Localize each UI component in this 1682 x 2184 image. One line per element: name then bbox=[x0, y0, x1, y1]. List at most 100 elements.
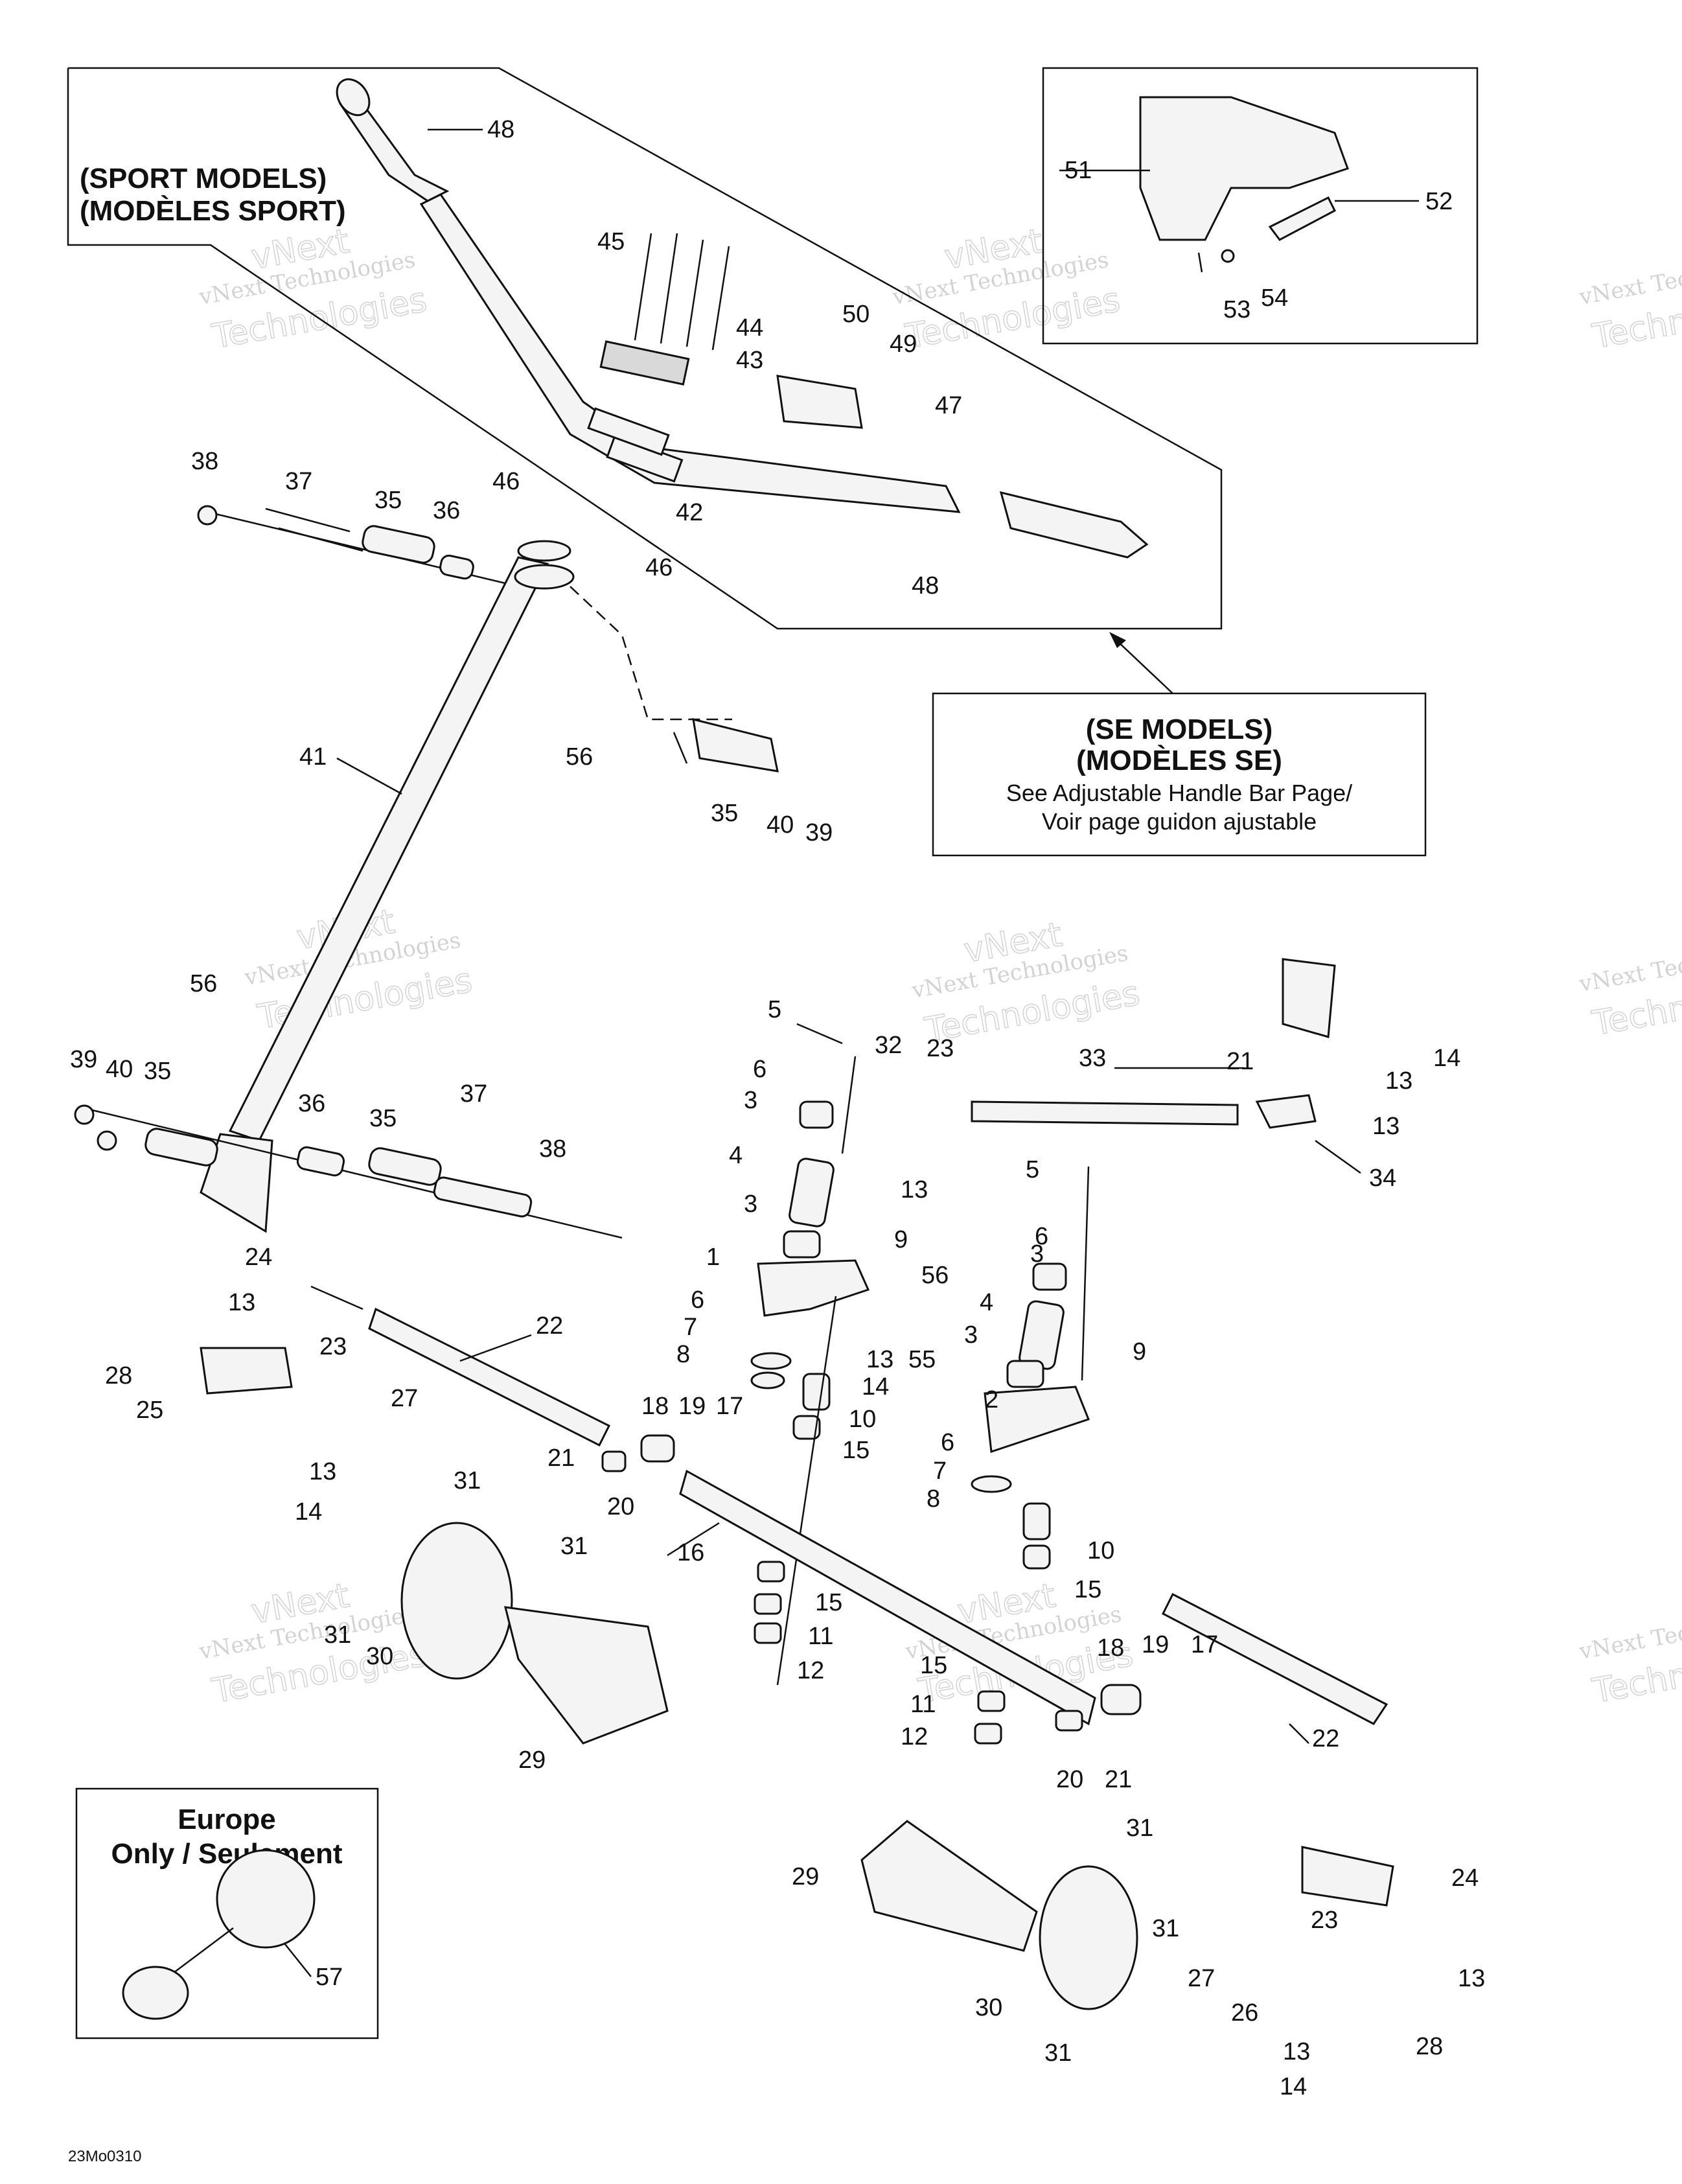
sport-box-line2: (MODÈLES SPORT) bbox=[80, 194, 346, 227]
callout-40: 40 bbox=[766, 811, 794, 839]
callout-4: 4 bbox=[980, 1289, 993, 1316]
callout-44: 44 bbox=[736, 314, 763, 342]
callout-9: 9 bbox=[894, 1226, 908, 1253]
callout-48: 48 bbox=[487, 116, 514, 143]
callout-35: 35 bbox=[374, 487, 402, 514]
callout-47: 47 bbox=[935, 392, 962, 419]
callout-15: 15 bbox=[920, 1652, 947, 1679]
callout-10: 10 bbox=[1087, 1537, 1114, 1564]
callout-6: 6 bbox=[1035, 1223, 1048, 1250]
callout-29: 29 bbox=[518, 1747, 546, 1774]
callout-31: 31 bbox=[324, 1621, 351, 1649]
callout-56: 56 bbox=[566, 743, 593, 771]
callout-27: 27 bbox=[1188, 1965, 1215, 1992]
callout-4: 4 bbox=[729, 1142, 743, 1169]
callout-35: 35 bbox=[144, 1058, 171, 1085]
callout-38: 38 bbox=[539, 1135, 566, 1163]
callout-3: 3 bbox=[1030, 1240, 1044, 1268]
callout-34: 34 bbox=[1369, 1165, 1396, 1192]
europe-frame: Europe Only / Seulement bbox=[75, 1787, 379, 2039]
callout-46: 46 bbox=[492, 468, 520, 495]
callout-26: 26 bbox=[1231, 1999, 1258, 2027]
se-box-line4: Voir page guidon ajustable bbox=[1042, 808, 1317, 835]
horn bbox=[122, 1849, 316, 2020]
callout-3: 3 bbox=[744, 1191, 757, 1218]
right-stack bbox=[971, 1166, 1090, 1570]
callout-8: 8 bbox=[927, 1485, 940, 1513]
callout-18: 18 bbox=[1097, 1634, 1124, 1662]
callout-13: 13 bbox=[866, 1346, 893, 1373]
callout-19: 19 bbox=[1142, 1631, 1169, 1658]
callout-13: 13 bbox=[1283, 2038, 1310, 2065]
callout-14: 14 bbox=[862, 1373, 889, 1400]
callout-48: 48 bbox=[912, 572, 939, 599]
callout-20: 20 bbox=[607, 1493, 634, 1520]
callout-14: 14 bbox=[295, 1498, 322, 1526]
callout-6: 6 bbox=[691, 1286, 704, 1314]
se-box-line3: See Adjustable Handle Bar Page/ bbox=[1006, 780, 1352, 806]
callout-21: 21 bbox=[1105, 1766, 1132, 1793]
callout-27: 27 bbox=[391, 1385, 418, 1412]
callout-13: 13 bbox=[1372, 1113, 1400, 1140]
callout-52: 52 bbox=[1425, 188, 1453, 215]
callout-17: 17 bbox=[716, 1393, 743, 1420]
callout-50: 50 bbox=[842, 301, 870, 328]
callout-28: 28 bbox=[1416, 2033, 1443, 2060]
callout-53: 53 bbox=[1223, 296, 1250, 323]
callout-29: 29 bbox=[792, 1863, 819, 1890]
callout-40: 40 bbox=[106, 1056, 133, 1083]
main-arm bbox=[679, 1469, 1142, 1745]
callout-30: 30 bbox=[975, 1994, 1002, 2021]
callout-25: 25 bbox=[136, 1397, 163, 1424]
callout-30: 30 bbox=[366, 1643, 393, 1670]
callout-32: 32 bbox=[875, 1032, 902, 1059]
callout-36: 36 bbox=[433, 497, 460, 524]
sport-box-line1: (SPORT MODELS) bbox=[80, 163, 327, 194]
callout-55: 55 bbox=[908, 1346, 936, 1373]
center-stack bbox=[750, 1100, 870, 1686]
callout-labels: 48 45 44 43 50 49 47 46 42 46 48 38 37 3… bbox=[70, 116, 1485, 2100]
callout-9: 9 bbox=[1133, 1338, 1146, 1365]
upper-links bbox=[197, 505, 506, 585]
europe-box-line2: Only / Seulement bbox=[111, 1838, 343, 1870]
callout-10: 10 bbox=[849, 1406, 876, 1433]
callout-19: 19 bbox=[678, 1393, 706, 1420]
callout-1: 1 bbox=[706, 1244, 720, 1271]
callout-3: 3 bbox=[964, 1321, 978, 1349]
callout-31: 31 bbox=[1126, 1815, 1153, 1842]
callout-13: 13 bbox=[1385, 1067, 1412, 1095]
callout-12: 12 bbox=[797, 1657, 824, 1684]
callout-24: 24 bbox=[245, 1244, 272, 1271]
se-box-line1: (SE MODELS) bbox=[1086, 714, 1273, 745]
callout-6: 6 bbox=[941, 1429, 954, 1456]
callout-56: 56 bbox=[921, 1262, 949, 1289]
callout-18: 18 bbox=[641, 1393, 669, 1420]
europe-box-line1: Europe bbox=[178, 1804, 276, 1835]
callout-2: 2 bbox=[985, 1386, 998, 1413]
callout-17: 17 bbox=[1191, 1631, 1218, 1658]
callout-35: 35 bbox=[369, 1105, 397, 1132]
callout-56: 56 bbox=[190, 970, 217, 997]
lower-links bbox=[74, 1104, 623, 1239]
callout-23: 23 bbox=[1311, 1907, 1338, 1934]
callout-12: 12 bbox=[901, 1723, 928, 1750]
grip-detail bbox=[1139, 96, 1349, 273]
callout-21: 21 bbox=[547, 1445, 575, 1472]
callout-13: 13 bbox=[901, 1176, 928, 1203]
callout-7: 7 bbox=[684, 1314, 697, 1341]
callout-5: 5 bbox=[768, 996, 781, 1023]
callout-14: 14 bbox=[1280, 2073, 1307, 2100]
callout-39: 39 bbox=[805, 819, 833, 846]
callout-20: 20 bbox=[1056, 1766, 1083, 1793]
callout-28: 28 bbox=[105, 1362, 132, 1389]
callout-15: 15 bbox=[1074, 1576, 1101, 1603]
callout-22: 22 bbox=[1312, 1725, 1339, 1752]
callout-5: 5 bbox=[1026, 1156, 1039, 1183]
leader-lines bbox=[284, 128, 1419, 1977]
sport-models-frame: (SPORT MODELS) (MODÈLES SPORT) bbox=[67, 67, 1223, 630]
callout-49: 49 bbox=[890, 331, 917, 358]
callout-37: 37 bbox=[460, 1080, 487, 1108]
se-models-frame: (SE MODELS) (MODÈLES SE) See Adjustable … bbox=[932, 632, 1427, 857]
callout-33: 33 bbox=[1079, 1045, 1106, 1072]
callout-13: 13 bbox=[309, 1458, 336, 1485]
